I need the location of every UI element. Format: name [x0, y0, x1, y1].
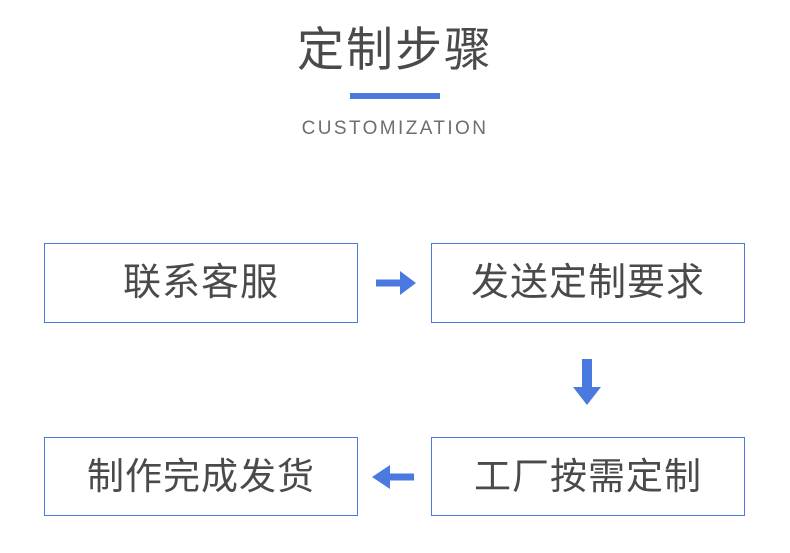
page-title: 定制步骤 — [297, 23, 493, 76]
flow-step-label-2: 发送定制要求 — [470, 262, 705, 304]
flow-step-box-3[interactable]: 工厂按需定制 — [431, 437, 745, 516]
flow-step-box-4[interactable]: 制作完成发货 — [44, 437, 358, 516]
title-divider — [350, 93, 440, 99]
flow-step-label-1: 联系客服 — [122, 262, 279, 304]
arrow-left-icon — [372, 465, 414, 489]
page-subtitle: CUSTOMIZATION — [301, 118, 489, 139]
arrow-right-icon — [376, 271, 416, 295]
flow-step-box-2[interactable]: 发送定制要求 — [431, 243, 745, 323]
flow-step-label-3: 工厂按需定制 — [474, 455, 702, 497]
flow-step-label-4: 制作完成发货 — [87, 455, 315, 497]
arrow-down-icon — [573, 359, 601, 405]
flow-step-box-1[interactable]: 联系客服 — [44, 243, 358, 323]
